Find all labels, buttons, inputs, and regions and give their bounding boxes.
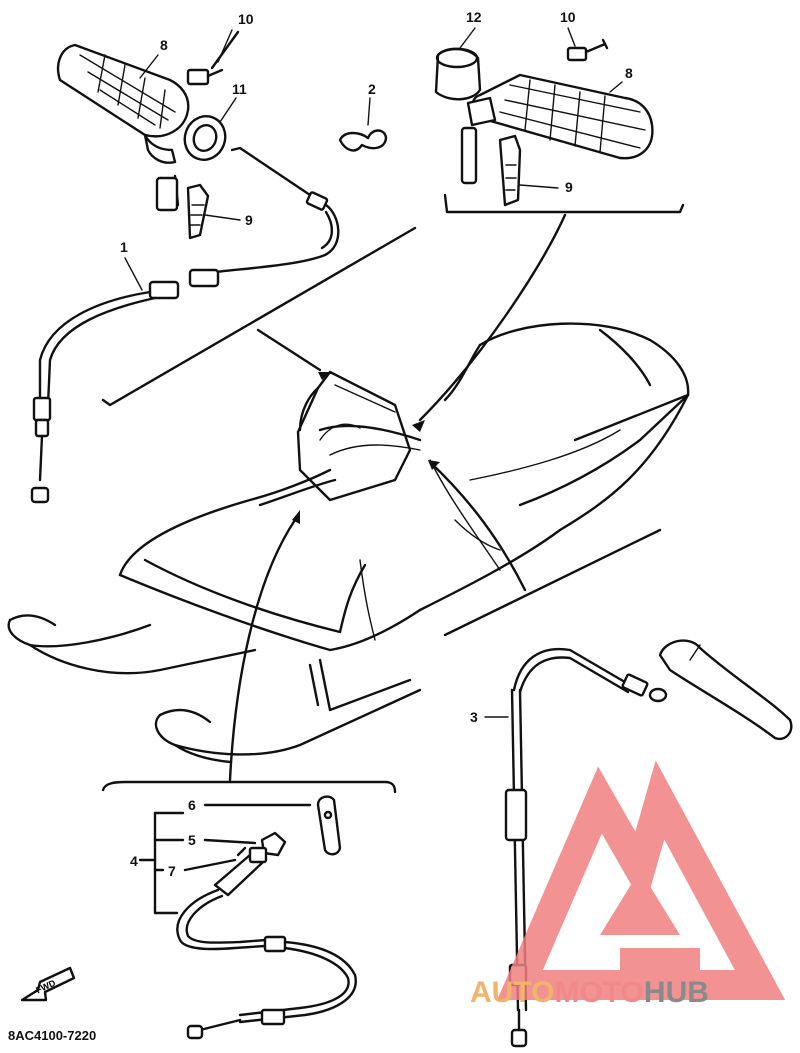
callout-8-right: 8: [625, 65, 633, 81]
right-handlebar-grip-8: [466, 73, 654, 160]
throttle-cable-1: [30, 146, 340, 504]
wordmark-moto: MOTO: [554, 976, 643, 1009]
callout-12: 12: [466, 9, 482, 25]
svg-text:AUTOMOTOHUB: AUTOMOTOHUB: [470, 976, 709, 1009]
screw-10-left: [186, 30, 240, 86]
cap-12: [434, 47, 482, 101]
callout-8-left: 8: [160, 37, 168, 53]
bracket-lines: [101, 193, 685, 794]
part-code: 8AC4100-7220: [8, 1028, 96, 1043]
automotohub-wordmark: AUTOMOTOHUB: [470, 976, 709, 1009]
callout-labels: 10 8 11 2 9 1 12 10 8 9 3 6 5 4 7: [120, 9, 633, 879]
wordmark-auto: AUTO: [470, 976, 554, 1009]
callout-2: 2: [368, 81, 376, 97]
callout-1: 1: [120, 239, 128, 255]
callout-4: 4: [130, 853, 138, 869]
fwd-arrow-icon: FWD: [20, 966, 76, 1002]
throttle-lever-9-right: [460, 126, 522, 207]
callout-11: 11: [232, 81, 247, 97]
callout-5: 5: [188, 832, 196, 848]
ring-11: [183, 115, 227, 161]
callout-9-right: 9: [565, 179, 573, 195]
clip-2: [338, 129, 388, 152]
automotohub-logo: [497, 760, 786, 1000]
callout-7: 7: [168, 863, 176, 879]
throttle-lever-9-left: [155, 174, 210, 240]
left-handlebar-grip-8: [56, 43, 190, 164]
snowmobile-body: [7, 322, 690, 764]
callout-3: 3: [470, 709, 478, 725]
callout-9-left: 9: [245, 212, 253, 228]
callout-6: 6: [188, 797, 196, 813]
brake-lever: [658, 639, 793, 741]
callout-10-left: 10: [238, 11, 254, 27]
callout-10-right: 10: [560, 9, 576, 25]
wordmark-hub: HUB: [644, 976, 709, 1009]
screw-10-right: [566, 38, 609, 62]
switch-assembly-4: [138, 795, 357, 1040]
